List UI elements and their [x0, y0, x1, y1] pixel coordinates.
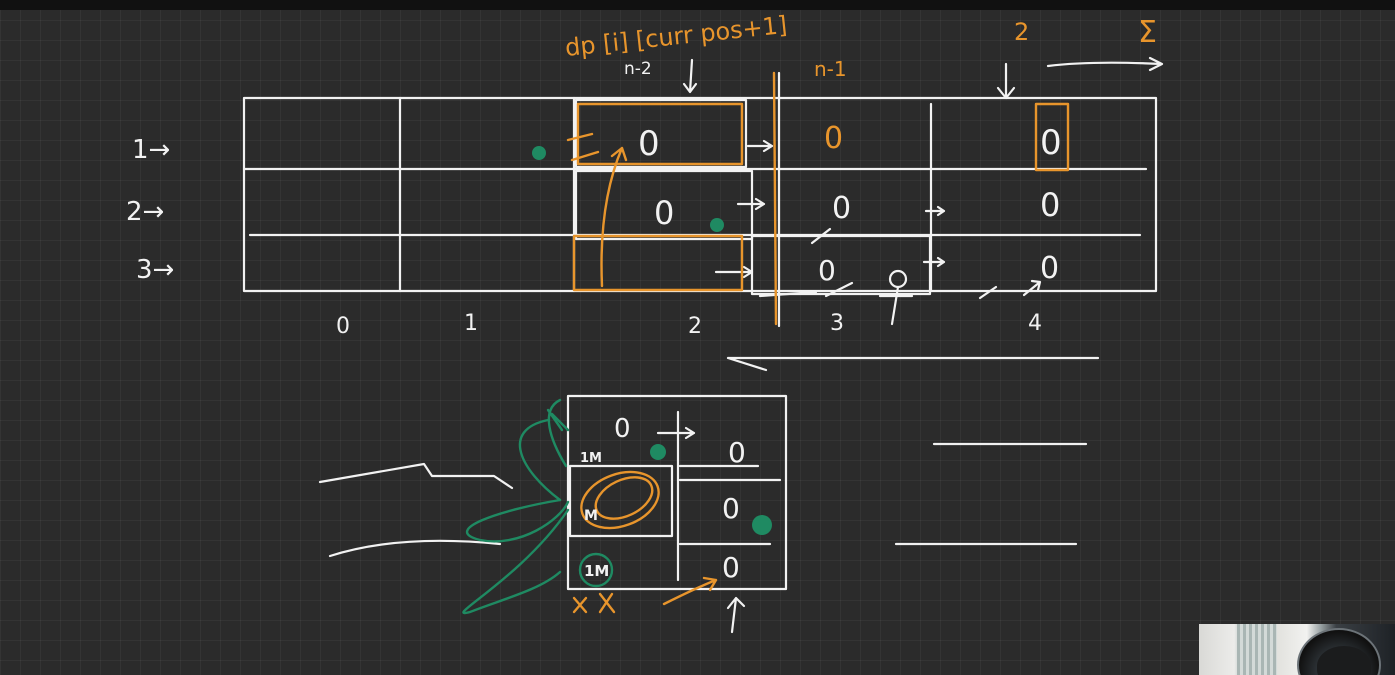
cell-r2c2: 0 [654, 194, 674, 232]
mini-right-zero-3: 0 [722, 551, 740, 584]
down-arrow-col4 [996, 62, 1016, 100]
mini-grid [566, 394, 788, 591]
header-two: 2 [1014, 18, 1029, 46]
cell-r2c3: 0 [832, 191, 851, 226]
col2-row1-highlight [574, 98, 748, 169]
cell-r1c3: 0 [824, 121, 843, 156]
row-label-3: 3→ [136, 255, 174, 285]
orange-divider [772, 71, 778, 326]
row-label-1: 1→ [132, 135, 170, 165]
green-loop-4 [547, 398, 570, 468]
cell-r2c4: 0 [1040, 186, 1060, 224]
diag-arrow-4 [1022, 279, 1042, 297]
green-loop-2 [465, 498, 570, 543]
main-dp-table [242, 96, 1158, 293]
stick-figure-head [888, 269, 908, 289]
green-dot-4 [752, 515, 772, 535]
col-label-0: 0 [336, 314, 350, 339]
window-top-bar [0, 0, 1395, 10]
webcam-person [1317, 646, 1371, 675]
col-label-1: 1 [464, 311, 478, 336]
diag-arrow-1 [810, 227, 832, 245]
mini-up-arrow [726, 596, 746, 634]
mini-left-top: 1M [580, 451, 602, 466]
orange-arrow-r1 [566, 132, 600, 162]
stick-figure-body [878, 285, 914, 326]
header-n-minus-1: n-1 [814, 57, 847, 81]
orange-mini-arrow [662, 576, 718, 606]
arrow-r3 [714, 265, 754, 279]
orange-box-r3c2 [572, 234, 744, 292]
webcam-curtain [1237, 624, 1277, 675]
green-circle-1m [578, 552, 614, 588]
header-sigma: Σ [1138, 15, 1157, 50]
mini-arrow-top [656, 426, 696, 440]
header-n-minus-2: n-2 [624, 59, 652, 79]
col-label-3: 3 [830, 311, 844, 336]
diag-arrow-2 [824, 281, 854, 298]
col3-row3-highlight [750, 234, 932, 296]
long-left-arrow [726, 356, 1100, 372]
long-right-arrow [1046, 56, 1164, 72]
down-arrow-n2 [682, 58, 698, 94]
cell-r1c2: 0 [638, 124, 660, 164]
orange-x-marks [572, 592, 616, 614]
orange-box-r1c2 [576, 102, 744, 166]
orange-box-r1c4 [1034, 102, 1070, 172]
cell-r3c4: 0 [1040, 251, 1059, 286]
mini-grid-highlight [568, 464, 674, 538]
wavy-line-2 [328, 539, 502, 558]
col-label-4: 4 [1028, 311, 1042, 336]
col-label-2: 2 [688, 314, 702, 339]
green-loop-1 [518, 408, 564, 502]
mini-left-bot: 1M [584, 562, 609, 580]
green-loop-3 [462, 508, 570, 615]
arrow-r2-c3 [924, 205, 946, 217]
diag-arrow-5 [758, 290, 818, 298]
wavy-line-1 [318, 462, 514, 490]
mini-top-zero: 0 [614, 414, 631, 444]
green-dot-2 [710, 218, 724, 232]
green-dot-1 [532, 146, 546, 160]
webcam-icon [1199, 624, 1395, 675]
cell-r3c3: 0 [818, 254, 836, 287]
mini-right-zero-2: 0 [722, 492, 740, 525]
orange-scribble-oval [580, 470, 660, 530]
arrow-r3-c3 [922, 256, 946, 268]
orange-up-arrow [600, 146, 628, 288]
diag-arrow-3 [978, 285, 998, 300]
mini-left-mid: M [584, 508, 598, 524]
cell-r1c4: 0 [1040, 123, 1062, 163]
arrow-r1 [746, 139, 774, 153]
row-label-2: 2→ [126, 197, 164, 227]
header-formula: dp [i] [curr pos+1] [564, 11, 789, 62]
arrow-r2 [736, 197, 766, 211]
orange-scribble-oval-2 [594, 476, 654, 520]
green-dot-3 [650, 444, 666, 460]
mini-right-zero-1: 0 [728, 436, 746, 469]
